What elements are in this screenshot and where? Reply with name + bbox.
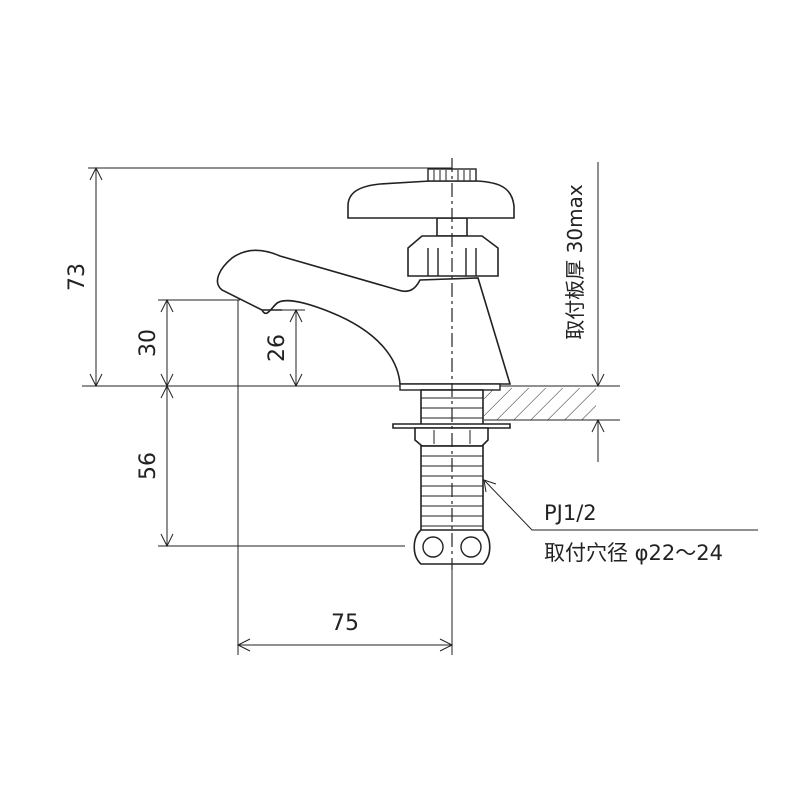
thread-spec-label: PJ1/2	[544, 501, 597, 525]
faucet-body	[216, 168, 515, 391]
dimension-below-deck: 56	[136, 384, 174, 548]
base-flange	[399, 383, 501, 391]
dimension-plate-thickness: 取付板厚 30max	[563, 162, 605, 462]
handle-knob	[347, 180, 515, 219]
mounting-plate-section	[484, 388, 596, 421]
hole-diameter-label: 取付穴径 φ22〜24	[544, 541, 723, 565]
plate-thickness-label: 取付板厚 30max	[563, 184, 587, 340]
dimension-56-label: 56	[136, 452, 161, 480]
extension-lines	[82, 167, 620, 655]
dimension-total-height: 73	[65, 166, 103, 388]
dimension-30-label: 30	[136, 329, 161, 357]
dimension-26-label: 26	[265, 334, 290, 362]
dimension-73-label: 73	[65, 263, 90, 291]
thread-leader: PJ1/2 取付穴径 φ22〜24	[483, 479, 758, 565]
dimension-spout-height: 30	[136, 298, 174, 388]
dimension-outlet-height: 26	[265, 308, 303, 388]
dimension-75-label: 75	[331, 611, 359, 636]
dimension-spout-reach: 75	[236, 611, 454, 652]
